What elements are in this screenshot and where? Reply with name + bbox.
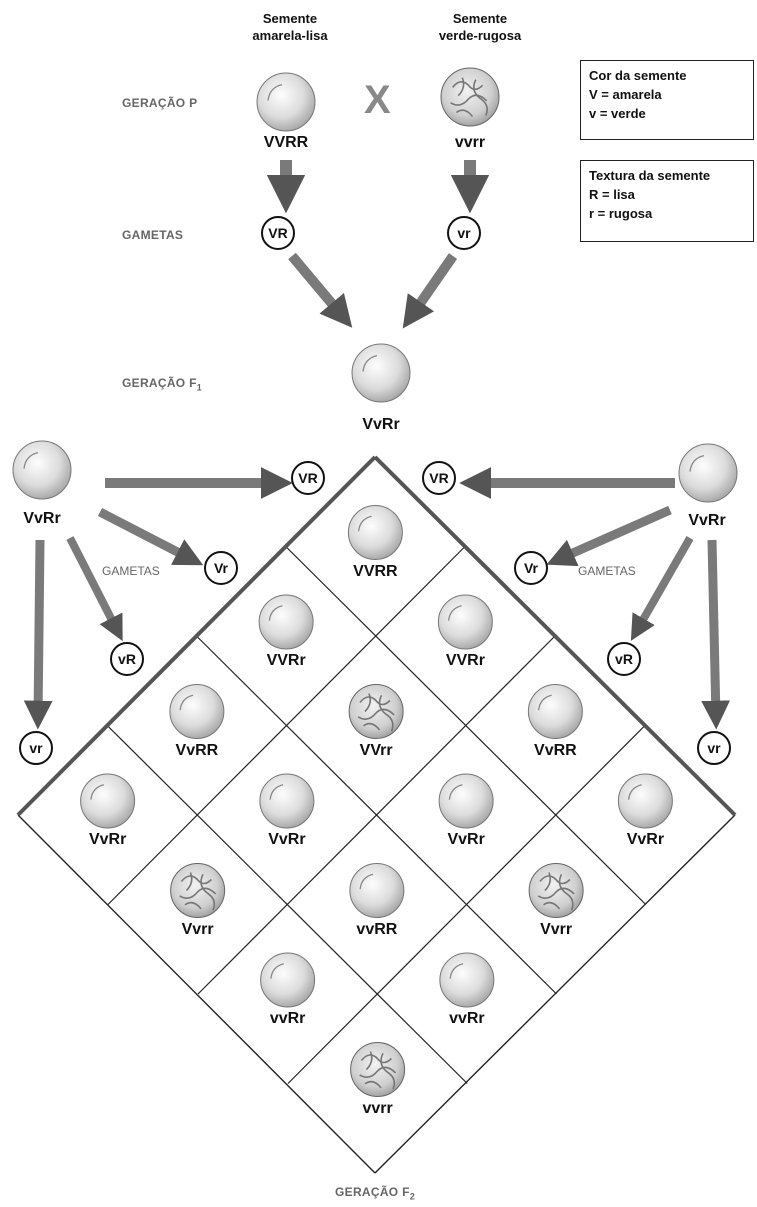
smooth-pea-icon bbox=[257, 73, 315, 131]
arrow bbox=[70, 538, 118, 632]
side-right-genotype: VvRr bbox=[667, 512, 747, 530]
f2-genotype: VvRr bbox=[247, 831, 327, 849]
f2-genotype: VVRr bbox=[246, 652, 326, 670]
gamete-top-right: vr bbox=[447, 216, 481, 250]
smooth-pea-icon bbox=[438, 595, 492, 649]
gamete-right-vr-small: vr bbox=[697, 731, 731, 765]
parent-right-genotype: vvrr bbox=[430, 134, 510, 152]
gametas-left-label: GAMETAS bbox=[102, 564, 160, 578]
gamete-left-vr-small: vr bbox=[19, 731, 53, 765]
caption-line: Semente bbox=[425, 10, 535, 27]
legend-line: V = amarela bbox=[589, 85, 745, 104]
smooth-pea-icon bbox=[350, 864, 404, 918]
geracao-f2-text: GERAÇÃO F bbox=[335, 1185, 410, 1199]
smooth-pea-icon bbox=[440, 953, 494, 1007]
wrinkled-pea-icon bbox=[171, 864, 225, 918]
cross-symbol: X bbox=[364, 78, 391, 123]
grid-border-thick bbox=[375, 457, 735, 815]
f2-genotype: vvrr bbox=[338, 1100, 418, 1118]
legend-seed-color: Cor da semente V = amarela v = verde bbox=[580, 60, 754, 140]
arrow bbox=[38, 540, 40, 718]
geracao-f1-label: GERAÇÃO F1 bbox=[122, 376, 202, 392]
f2-genotype: VvRR bbox=[515, 742, 595, 760]
legend-title: Cor da semente bbox=[589, 66, 745, 85]
geracao-f2-sub: 2 bbox=[410, 1191, 415, 1201]
gametas-right-label: GAMETAS bbox=[578, 564, 636, 578]
legend-line: r = rugosa bbox=[589, 204, 745, 223]
smooth-pea-icon bbox=[81, 774, 135, 828]
caption-line: Semente bbox=[240, 10, 340, 27]
geracao-p-label: GERAÇÃO P bbox=[122, 96, 197, 110]
gamete-right-vr-cap: Vr bbox=[514, 551, 548, 585]
smooth-pea-icon bbox=[528, 685, 582, 739]
parent-left-genotype: VVRR bbox=[246, 134, 326, 152]
f2-genotype: VvRr bbox=[68, 831, 148, 849]
smooth-pea-icon bbox=[259, 595, 313, 649]
legend-line: R = lisa bbox=[589, 185, 745, 204]
f1-genotype: VvRr bbox=[341, 416, 421, 434]
arrow bbox=[410, 256, 453, 318]
f2-genotype: vvRr bbox=[248, 1010, 328, 1028]
gamete-left-vr-cap: Vr bbox=[204, 551, 238, 585]
wrinkled-pea-icon bbox=[529, 864, 583, 918]
legend-title: Textura da semente bbox=[589, 166, 745, 185]
gamete-left-vr-low: vR bbox=[110, 642, 144, 676]
parent-right-caption: Semente verde-rugosa bbox=[425, 10, 535, 44]
f2-genotype: VVRR bbox=[335, 563, 415, 581]
f2-genotype: vvRR bbox=[337, 921, 417, 939]
smooth-pea-icon bbox=[170, 685, 224, 739]
geracao-f2-label: GERAÇÃO F2 bbox=[335, 1185, 415, 1201]
f2-genotype: VvRr bbox=[605, 831, 685, 849]
f2-genotype: vvRr bbox=[427, 1010, 507, 1028]
gametas-top-label: GAMETAS bbox=[122, 228, 183, 242]
smooth-pea-icon bbox=[679, 444, 737, 502]
arrow bbox=[712, 540, 716, 718]
wrinkled-pea-icon bbox=[349, 685, 403, 739]
smooth-pea-icon bbox=[618, 774, 672, 828]
f2-genotype: Vvrr bbox=[158, 921, 238, 939]
gamete-right-vr-upper: VR bbox=[422, 461, 456, 495]
smooth-pea-icon bbox=[348, 506, 402, 560]
side-left-genotype: VvRr bbox=[2, 510, 82, 528]
wrinkled-pea-icon bbox=[351, 1043, 405, 1097]
arrow bbox=[557, 510, 670, 560]
parent-left-caption: Semente amarela-lisa bbox=[240, 10, 340, 44]
geracao-f1-text: GERAÇÃO F bbox=[122, 376, 197, 390]
f2-genotype: VvRr bbox=[426, 831, 506, 849]
legend-line: v = verde bbox=[589, 104, 745, 123]
smooth-pea-icon bbox=[352, 344, 410, 402]
gamete-right-vr-low: vR bbox=[607, 642, 641, 676]
wrinkled-pea-icon bbox=[441, 68, 499, 126]
geracao-f1-sub: 1 bbox=[197, 382, 202, 392]
arrow bbox=[292, 256, 344, 318]
gamete-top-left: VR bbox=[261, 216, 295, 250]
f2-genotype: VVRr bbox=[425, 652, 505, 670]
f2-genotype: VVrr bbox=[336, 742, 416, 760]
smooth-pea-icon bbox=[439, 774, 493, 828]
arrow bbox=[636, 538, 690, 632]
smooth-pea-icon bbox=[261, 953, 315, 1007]
smooth-pea-icon bbox=[260, 774, 314, 828]
smooth-pea-icon bbox=[13, 441, 71, 499]
caption-line: amarela-lisa bbox=[240, 27, 340, 44]
f2-genotype: Vvrr bbox=[516, 921, 596, 939]
legend-seed-texture: Textura da semente R = lisa r = rugosa bbox=[580, 160, 754, 242]
f2-genotype: VvRR bbox=[157, 742, 237, 760]
gamete-left-vr-upper: VR bbox=[291, 461, 325, 495]
arrow bbox=[100, 512, 193, 560]
caption-line: verde-rugosa bbox=[425, 27, 535, 44]
